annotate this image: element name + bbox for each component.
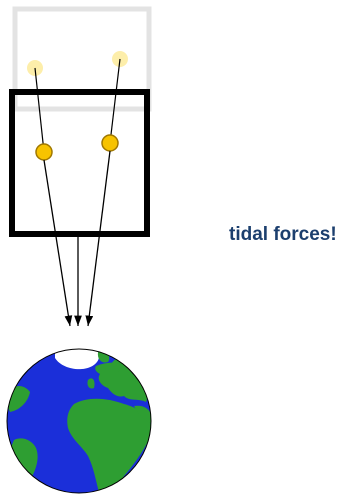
- falling-box: [9, 89, 150, 237]
- tidal-forces-caption: tidal forces!: [229, 224, 337, 245]
- ghost-box: [12, 6, 152, 112]
- force-arrow-right: [85, 150, 111, 327]
- path-line-left: [34, 67, 45, 153]
- force-arrow-left: [43, 159, 73, 327]
- ball-left: [35, 143, 53, 161]
- ball-right: [101, 134, 119, 152]
- earth-globe-icon: [6, 348, 152, 494]
- path-line-right: [109, 58, 121, 144]
